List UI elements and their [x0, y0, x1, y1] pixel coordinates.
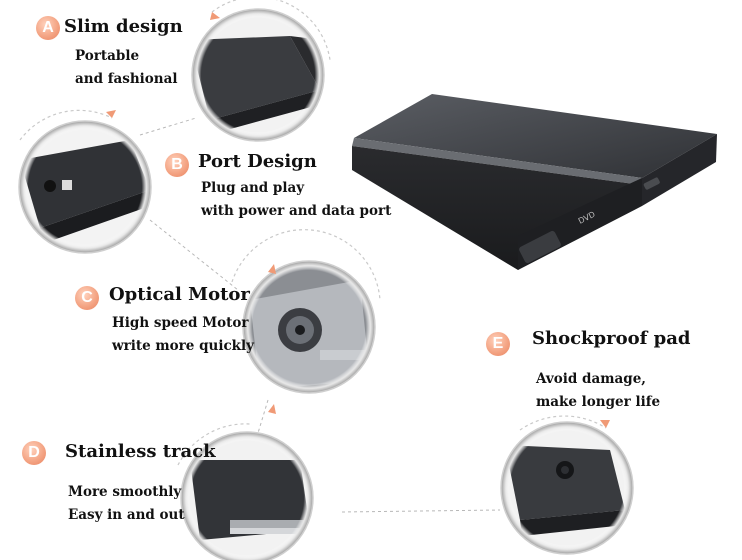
feature-a-line-1: Portable	[75, 48, 140, 64]
feature-a-title: Slim design	[64, 16, 183, 37]
badge-b: B	[165, 153, 189, 177]
feature-d-line-1: More smoothly	[68, 484, 182, 500]
badge-c: C	[75, 286, 99, 310]
arrow-accents	[106, 12, 610, 428]
dashed-arcs	[19, 0, 607, 466]
feature-d-title: Stainless track	[65, 441, 216, 462]
connector-lines	[139, 117, 501, 513]
feature-d-line-2: Easy in and out	[68, 507, 185, 523]
feature-b-line-2: with power and data port	[201, 203, 392, 219]
badge-a: A	[36, 16, 60, 40]
feature-e-line-1: Avoid damage,	[536, 371, 646, 387]
external-dvd-drive: DVD	[352, 94, 717, 270]
badge-d: D	[22, 441, 46, 465]
feature-e-title: Shockproof pad	[532, 328, 691, 349]
feature-b-line-1: Plug and play	[201, 180, 305, 196]
feature-a-line-2: and fashional	[75, 71, 178, 87]
badge-e: E	[486, 332, 510, 356]
feature-b-title: Port Design	[198, 151, 317, 172]
feature-c-title: Optical Motor	[109, 284, 250, 305]
feature-c-line-1: High speed Motor	[112, 315, 249, 331]
feature-e-line-2: make longer life	[536, 394, 661, 410]
feature-c-line-2: write more quickly	[112, 338, 255, 354]
